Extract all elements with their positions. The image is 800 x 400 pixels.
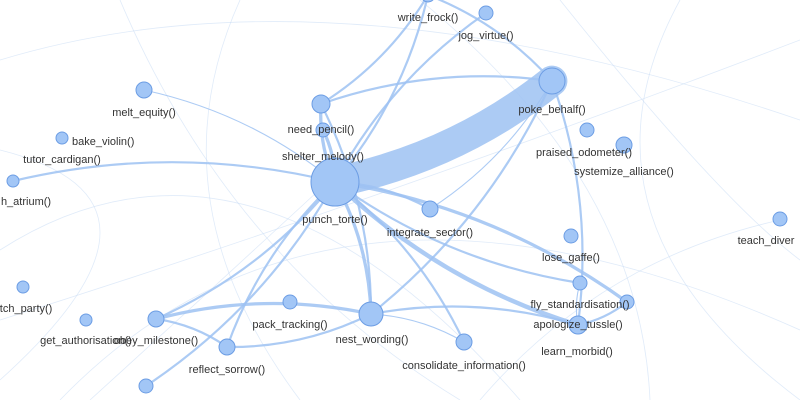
node-label-reflect_sorrow: reflect_sorrow() <box>189 364 265 376</box>
node-praised_odometer[interactable] <box>579 122 595 138</box>
node-reflect_sorrow[interactable] <box>218 338 236 356</box>
edge-nest_wording-apologize_tussle <box>369 305 580 327</box>
edge-poke_behalf-integrate_sector <box>429 80 553 210</box>
node-label-bake_violin: bake_violin() <box>72 136 134 148</box>
node-learn_morbid[interactable] <box>619 294 635 310</box>
edge-nest_wording-reflect_sorrow <box>225 312 373 349</box>
node-label-teach_diver: teach_diver <box>738 235 795 247</box>
node-label-jog_virtue: jog_virtue() <box>457 30 513 42</box>
node-integrate_sector[interactable] <box>421 200 439 218</box>
node-punch_torte[interactable] <box>310 157 360 207</box>
node-label-tutor_cardigan: tutor_cardigan() <box>23 154 101 166</box>
background-arc <box>59 239 800 400</box>
node-label-get_authorisation: get_authorisation() <box>40 335 132 347</box>
node-label-obey_milestone: obey_milestone() <box>114 335 198 347</box>
node-get_authorisation[interactable] <box>79 313 93 327</box>
background-arc <box>0 195 521 400</box>
labels-layer: punch_torte() poke_behalf() nest_wording()… <box>0 12 795 376</box>
node-apologize_tussle[interactable] <box>568 315 588 335</box>
node-label-lose_gaffe: lose_gaffe() <box>542 252 600 264</box>
node-bottom_node[interactable] <box>138 378 154 394</box>
node-label-integrate_sector: integrate_sector() <box>387 227 473 239</box>
node-label-praised_odometer: praised_odometer() <box>536 147 632 159</box>
node-h_atrium[interactable] <box>6 174 20 188</box>
background-arc <box>119 0 461 400</box>
node-systemize_alliance[interactable] <box>615 136 633 154</box>
node-label-learn_morbid: learn_morbid() <box>541 346 613 358</box>
background-arc <box>559 0 800 261</box>
node-shelter_melody[interactable] <box>315 122 331 138</box>
node-label-punch_torte: punch_torte() <box>302 214 367 226</box>
node-label-etch_party: etch_party() <box>0 303 52 315</box>
node-label-poke_behalf: poke_behalf() <box>518 104 585 116</box>
edge-punch_torte-learn_morbid <box>333 180 629 304</box>
edge-punch_torte-fly_standardisation <box>333 180 582 285</box>
node-need_pencil[interactable] <box>311 94 331 114</box>
edge-poke_behalf-apologize_tussle <box>550 79 584 327</box>
node-label-pack_tracking: pack_tracking() <box>252 319 327 331</box>
background-arc <box>0 21 800 121</box>
node-bake_violin[interactable] <box>55 131 69 145</box>
node-label-apologize_tussle: apologize_tussle() <box>533 319 622 331</box>
edge-punch_torte-h_atrium <box>11 161 337 184</box>
node-teach_diver[interactable] <box>772 211 788 227</box>
node-consolidate_information[interactable] <box>455 333 473 351</box>
node-obey_milestone[interactable] <box>147 310 165 328</box>
background-arc <box>205 0 301 400</box>
edge-punch_torte-obey_milestone <box>154 180 337 321</box>
node-label-consolidate_information: consolidate_information() <box>402 360 526 372</box>
edge-poke_behalf-write_frock <box>437 0 554 83</box>
node-label-need_pencil: need_pencil() <box>288 124 355 136</box>
edge-punch_torte-melt_equity <box>143 89 336 183</box>
node-jog_virtue[interactable] <box>478 5 494 21</box>
node-label-fly_standardisation: fly_standardisation() <box>530 299 629 311</box>
node-nest_wording[interactable] <box>358 301 384 327</box>
edge-punch_torte-write_frock <box>333 0 428 184</box>
node-etch_party[interactable] <box>16 280 30 294</box>
edge-need_pencil-write_frock <box>319 0 427 106</box>
edge-nest_wording-need_pencil <box>319 102 373 316</box>
node-write_frock[interactable] <box>421 0 435 3</box>
node-lose_gaffe[interactable] <box>563 228 579 244</box>
background-arc <box>419 0 651 400</box>
edge-nest_wording-poke_behalf <box>369 79 554 316</box>
edge-punch_torte-bottom_node <box>144 180 337 388</box>
node-melt_equity[interactable] <box>135 81 153 99</box>
edge-punch_torte-poke_behalf <box>319 65 568 198</box>
edge-poke_behalf-need_pencil <box>319 75 554 106</box>
node-label-systemize_alliance: systemize_alliance() <box>574 166 674 178</box>
edge-nest_wording-obey_milestone <box>154 301 373 321</box>
edge-punch_torte-consolidate_information <box>333 180 466 344</box>
edge-punch_torte-jog_virtue <box>333 11 488 184</box>
node-label-nest_wording: nest_wording() <box>336 334 409 346</box>
node-label-write_frock: write_frock() <box>397 12 459 24</box>
node-fly_standardisation[interactable] <box>572 275 588 291</box>
edges-layer <box>11 0 629 388</box>
edge-punch_torte-apologize_tussle <box>332 179 581 328</box>
node-label-shelter_melody: shelter_melody() <box>282 151 364 163</box>
node-pack_tracking[interactable] <box>282 294 298 310</box>
node-label-h_atrium: h_atrium() <box>1 196 51 208</box>
background-arc <box>0 149 101 381</box>
node-poke_behalf[interactable] <box>538 67 566 95</box>
edge-punch_torte-reflect_sorrow <box>225 180 337 349</box>
background-arc <box>479 219 781 400</box>
node-label-melt_equity: melt_equity() <box>112 107 176 119</box>
background-arc <box>0 39 800 321</box>
background-arc <box>639 0 800 400</box>
nodes-layer <box>6 0 788 394</box>
